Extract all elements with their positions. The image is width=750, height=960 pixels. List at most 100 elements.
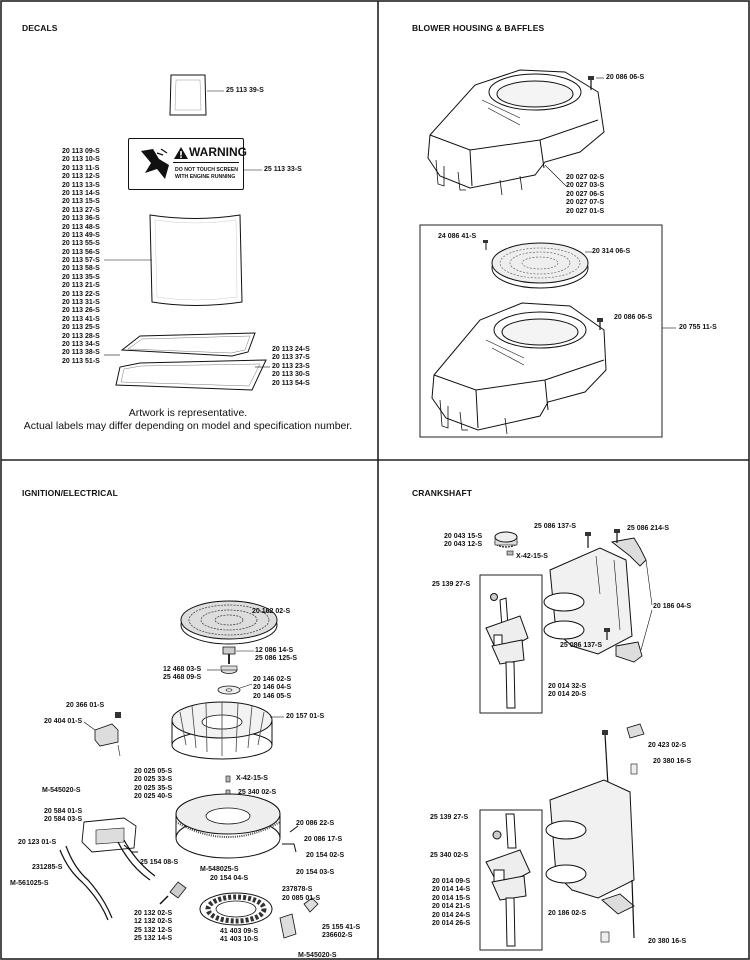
part-number: 20 132 02-S [134,910,173,917]
part-number: 20 025 40-S [134,793,173,801]
note-line-1: Artwork is representative. [128,407,248,419]
part-number-label: 24 086 41-S [438,233,477,240]
part-number-label: 20 186 04-S [653,603,692,610]
part-number: 20 113 10-S [62,156,100,164]
part-number: 20 113 15-S [62,198,100,206]
part-number-label: M-561025-S [10,880,49,887]
part-number: 12 086 14-S [255,647,294,654]
screw-icon [483,240,488,250]
part-number-label: 20 423 02-S [648,742,687,749]
part-number-label: 20 186 02-S [548,910,587,917]
nut-part-list: 12 468 03-S 25 468 09-S [163,666,201,683]
decals-title: DECALS [22,23,58,33]
decal-small-icon [169,74,224,116]
part-number: 20 014 09-S [432,878,471,885]
crankcase-upper [543,547,633,655]
counterweight-link-icon [610,537,647,663]
part-number: 20 113 58-S [62,265,100,273]
part-number-label: 20 162 02-S [252,608,291,615]
part-number: 20 113 41-S [62,315,100,323]
part-number-label: 20 157 01-S [286,713,325,720]
note-line-2: Actual labels may differ depending on mo… [23,420,353,432]
part-number: 236602-S [322,932,353,940]
part-number: 20 014 32-S [548,683,587,690]
part-number-label: 231285-S [32,864,63,871]
part-number: 20 043 15-S [444,533,483,540]
part-number: 20 113 26-S [62,307,100,315]
part-number: 20 014 21-S [432,903,471,911]
hand-hazard-icon [141,148,169,179]
stator-icon [199,892,273,926]
part-number: 20 113 22-S [62,290,100,298]
part-number: 25 468 09-S [163,674,202,682]
part-number: 20 113 31-S [62,299,100,307]
part-number-label: X-42-15-S [236,775,268,782]
part-number-label: 20 086 06-S [614,314,653,321]
part-number: 12 132 02-S [134,918,173,926]
part-number-label: 20 154 02-S [306,852,345,859]
part-number: 20 025 05-S [134,768,173,775]
cap-icon [626,723,645,739]
part-number: 25 132 12-S [134,926,173,934]
part-number-label: M-545020-S [42,787,81,794]
pushrod-icon [600,879,635,943]
part-number: 20 113 36-S [62,215,100,223]
switch-icon [94,712,121,757]
part-number: 20 113 09-S [62,148,100,155]
blower-housing-assembly [431,302,607,435]
part-number: 20 025 33-S [134,776,173,784]
part-number-label: 20 154 04-S [210,875,249,882]
part-number: 20 014 20-S [548,691,587,699]
timing-gear-icon [494,531,518,548]
key-part-list: 20 025 05-S 20 025 33-S 20 025 35-S 20 0… [134,768,172,802]
part-number: 41 403 09-S [220,928,259,935]
part-number-label: 20 086 22-S [296,820,335,827]
crankshaft-lower [485,813,531,947]
part-number: 20 113 34-S [62,340,100,348]
part-number-label: 20 404 01-S [44,718,83,725]
rotating-screen-icon [491,242,589,289]
part-number: 20 146 05-S [253,692,292,700]
decal-curved-panel [149,214,243,306]
part-number: 41 403 10-S [220,936,259,944]
ignition-coil-icon [81,817,137,853]
part-number-label: 20 123 01-S [18,839,57,846]
pin-icon [630,763,638,775]
screw-icon [597,318,603,330]
part-number: 20 027 07-S [566,199,605,207]
crankshaft-lower-part-list: 20 014 09-S 20 014 14-S 20 014 15-S 20 0… [432,878,470,928]
warning-line-2: WITH ENGINE RUNNING [175,174,236,180]
part-number: 20 027 03-S [566,182,605,190]
part-number: 20 027 02-S [566,174,605,181]
warning-decal: WARNING DO NOT TOUCH SCREEN WITH ENGINE … [128,138,247,190]
flywheel-screen-icon [180,600,278,645]
crankshaft-part-list: 20 014 32-S 20 014 20-S [548,683,586,700]
warning-line-1: DO NOT TOUCH SCREEN [175,167,239,173]
bolt-icon [585,529,620,640]
part-number: 20 014 14-S [432,886,471,894]
part-number: 20 113 28-S [62,332,100,340]
part-number-label: 20 086 06-S [606,74,645,81]
part-number-label: M-545020-S [298,952,337,959]
crankshaft-title: CRANKSHAFT [412,488,473,498]
gear-part-list: 20 043 15-S 20 043 12-S [444,533,482,550]
coil-part-list: 20 584 01-S 20 584 03-S [44,808,82,825]
key-icon [225,775,231,797]
part-number: 20 113 35-S [62,273,100,281]
part-number: 20 113 38-S [62,349,100,357]
part-number: 20 113 27-S [62,206,100,214]
part-number-label: 25 154 08-S [140,859,179,866]
wire-icon [59,839,156,921]
part-number: 20 113 21-S [62,282,100,290]
part-number-label: 20 086 17-S [304,836,343,843]
part-number: 20 584 03-S [44,816,83,824]
part-number: 20 146 04-S [253,684,292,692]
part-number: 20 113 49-S [62,231,100,239]
part-number-label: 25 086 137-S [534,523,577,530]
part-number: 20 014 26-S [432,919,471,927]
decal-strips [115,332,267,391]
part-number-label: M-548025-S [200,866,239,873]
part-number: 25 132 14-S [134,935,173,943]
part-number-label: 25 139 27-S [430,814,469,821]
